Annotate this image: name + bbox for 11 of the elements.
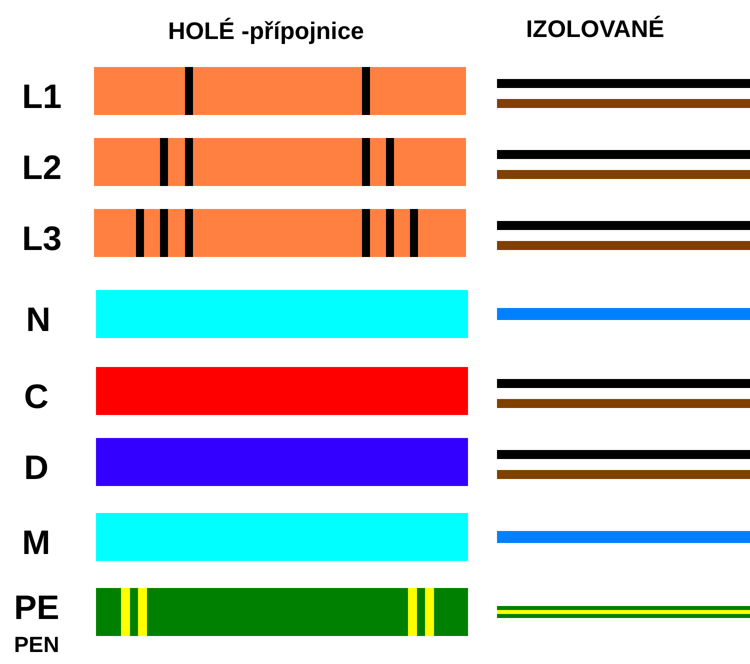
row-label: M [22,523,50,564]
row-label: D [24,448,49,489]
row-label: N [26,300,51,341]
row-label: L1 [22,77,62,118]
row-label: L3 [22,219,62,260]
row-label: C [24,377,49,418]
row-label: PEN [14,632,60,658]
column-heading: IZOLOVANÉ [526,14,664,45]
row-label: PE [14,588,60,628]
row-label: L2 [22,148,62,189]
column-heading: HOLÉ -přípojnice [168,16,364,47]
